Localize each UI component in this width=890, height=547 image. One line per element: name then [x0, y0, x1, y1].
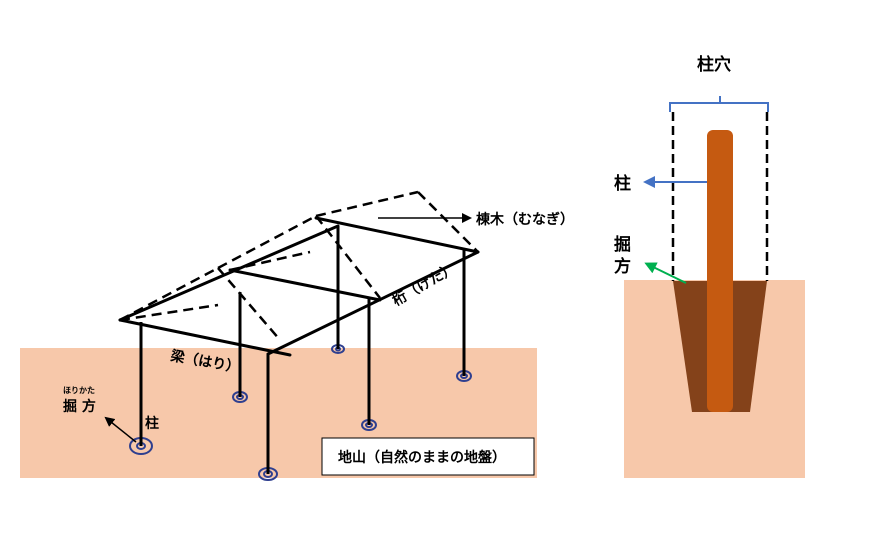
- dig-label-right-2: 方: [614, 256, 631, 277]
- dig-ruby: ほりかた: [63, 385, 95, 395]
- purlin-front: [118, 224, 340, 322]
- ground-label-box: [321, 437, 535, 476]
- post-hole-label: 柱穴: [697, 54, 731, 75]
- beam-right: [314, 216, 480, 254]
- post-section: [707, 130, 733, 412]
- post-label: 柱: [145, 415, 159, 432]
- posts: [139, 226, 466, 474]
- post-hole-bracket: [669, 96, 769, 112]
- beam-left: [118, 318, 292, 357]
- frame: [118, 216, 480, 357]
- post-hole-outline: [671, 112, 769, 281]
- dig-label: 掘 方: [63, 398, 96, 415]
- ridge-label: 棟木（むなぎ）: [476, 211, 574, 228]
- dig-label-right-1: 掘: [614, 234, 631, 255]
- post-label-right: 柱: [614, 173, 631, 194]
- purlin-back: [266, 250, 480, 356]
- dig-arrow-right: [644, 262, 687, 284]
- rafters: [119, 190, 479, 341]
- dig-arrow: [104, 416, 137, 443]
- purlin-label: 桁（けた）: [390, 260, 459, 310]
- beam-mid: [228, 268, 382, 302]
- ground-label: 地山（自然のままの地盤）: [338, 449, 506, 466]
